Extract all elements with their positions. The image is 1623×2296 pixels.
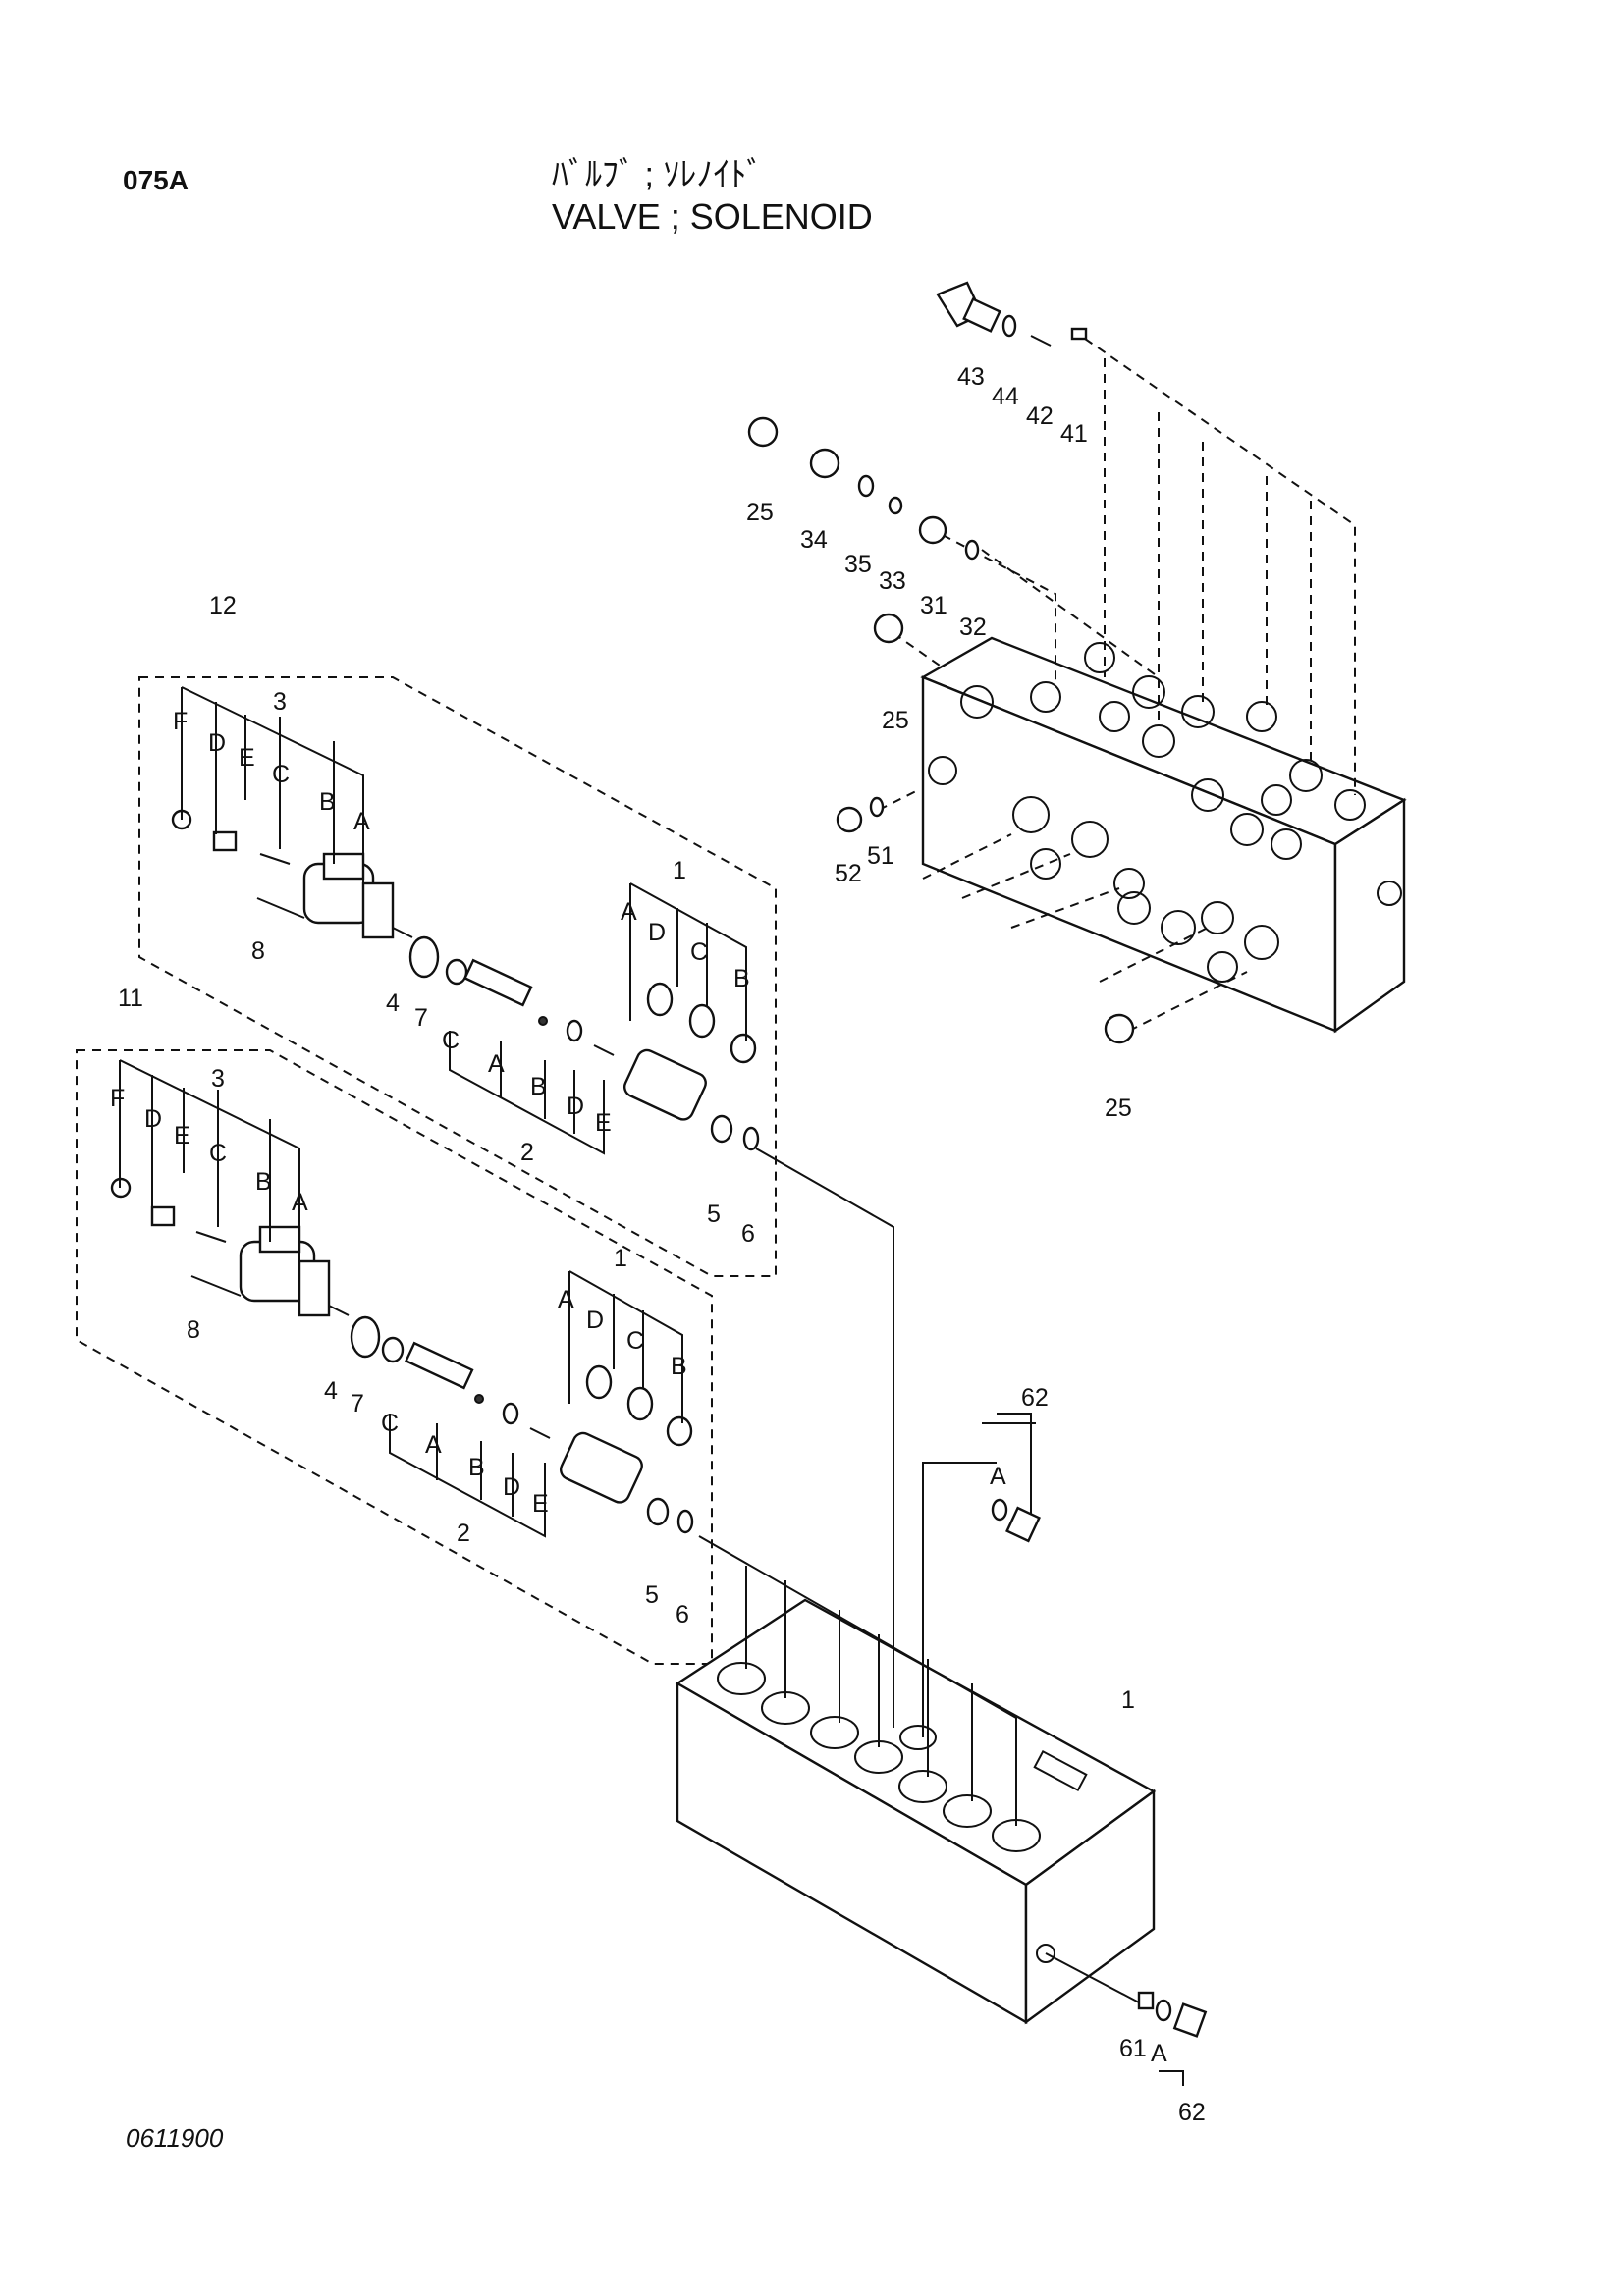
title-english: VALVE ; SOLENOID [552,196,873,237]
callout-4: 4 [386,989,400,1017]
callout-3: 3 [211,1065,225,1093]
letter-F: F [173,708,188,735]
callout-42: 42 [1026,402,1054,430]
callout-32: 32 [959,614,987,641]
callout-62: 62 [1178,2099,1206,2126]
callout-43: 43 [957,363,985,391]
letter-B: B [671,1353,687,1380]
upper-block-fittings [747,281,1135,1044]
letter-A: A [353,808,370,835]
letter-A: A [425,1431,442,1459]
letter-C: C [626,1327,644,1355]
callout-1: 1 [614,1245,627,1272]
callout-6: 6 [741,1220,755,1248]
letter-C: C [272,761,290,788]
callout-2: 2 [457,1520,470,1547]
callout-35: 35 [844,551,872,578]
callout-25: 25 [882,707,909,734]
lower-block-fittings [991,1498,1208,2038]
callout-61: 61 [1119,2035,1147,2062]
letter-A: A [488,1050,505,1078]
callout-25: 25 [1105,1095,1132,1122]
letter-C: C [381,1410,399,1437]
letter-F: F [110,1085,125,1112]
callout-5: 5 [645,1581,659,1609]
callout-5: 5 [707,1201,721,1228]
page-code: 075A [123,165,189,195]
callout-1: 1 [673,857,686,884]
letter-A: A [1151,2040,1167,2067]
callout-41: 41 [1060,420,1088,448]
callout-7: 7 [414,1004,428,1032]
callout-44: 44 [992,383,1019,410]
callout-8: 8 [187,1316,200,1344]
letter-D: D [567,1093,584,1120]
letter-B: B [255,1168,272,1196]
assembly-11-outline [76,1049,713,1665]
upper-valve-block [920,636,1407,1034]
callout-3: 3 [273,688,287,716]
callout-labels: 12 11 1 1 1 2 2 3 3 4 4 5 5 6 6 7 7 8 8 … [118,363,1206,2126]
callout-4: 4 [324,1377,338,1405]
callout-12: 12 [209,592,237,619]
title-japanese: ﾊﾞﾙﾌﾞ ; ｿﾚﾉｲﾄﾞ [552,156,764,193]
callout-52: 52 [835,860,862,887]
lower-block-leaders [698,1148,1184,2086]
letter-A: A [292,1189,308,1216]
callout-2: 2 [520,1139,534,1166]
assembly-12-parts [171,809,760,1151]
upper-block-leaders [878,338,1356,1032]
letter-D: D [586,1307,604,1334]
assembly-12-outline [138,676,777,1277]
callout-8: 8 [251,937,265,965]
letter-D: D [648,919,666,946]
letter-E: E [595,1109,612,1137]
letter-C: C [690,938,708,966]
letter-B: B [319,788,336,816]
callout-62: 62 [1021,1384,1049,1412]
letter-A: A [990,1463,1006,1490]
lower-valve-block [675,1598,1157,2025]
letter-B: B [733,965,750,992]
letter-E: E [174,1122,190,1149]
callout-11: 11 [118,985,143,1012]
letter-A: A [558,1286,574,1313]
callout-31: 31 [920,592,947,619]
letter-E: E [239,744,255,772]
assembly-11-brackets [119,1059,683,1538]
letter-B: B [530,1073,547,1100]
callout-33: 33 [879,567,906,595]
letter-D: D [503,1473,520,1501]
letter-B: B [468,1454,485,1481]
document-number: 0611900 [126,2123,224,2153]
callout-34: 34 [800,526,828,554]
subpart-letters: F D E C B A A D C B C A B D E F D E C B … [110,708,1167,2067]
callout-7: 7 [351,1390,364,1417]
callout-1: 1 [1121,1686,1135,1714]
letter-A: A [621,898,637,926]
callout-6: 6 [676,1601,689,1629]
callout-25: 25 [746,499,774,526]
callout-51: 51 [867,842,894,870]
letter-E: E [532,1490,549,1518]
assembly-11-parts [110,1177,694,1534]
letter-C: C [209,1140,227,1167]
assembly-12-brackets [181,686,747,1155]
letter-D: D [144,1105,162,1133]
letter-C: C [442,1027,460,1054]
letter-D: D [208,729,226,757]
